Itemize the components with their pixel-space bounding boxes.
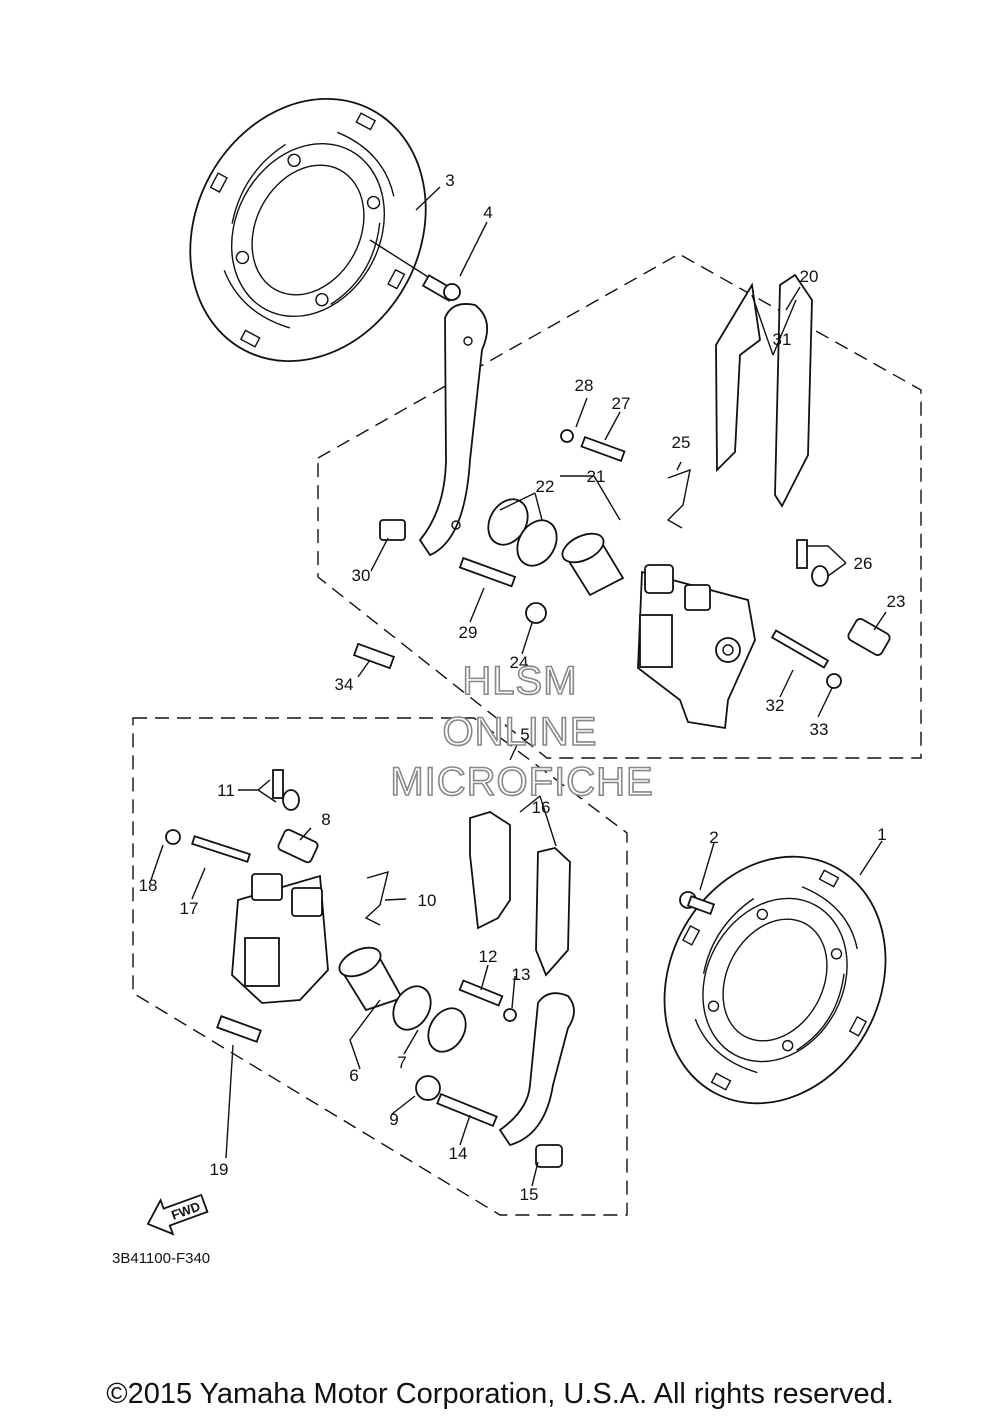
copyright-notice: ©2015 Yamaha Motor Corporation, U.S.A. A… xyxy=(106,1378,894,1410)
pin-17 xyxy=(191,835,251,863)
label-18: 18 xyxy=(139,876,158,895)
bolt-34 xyxy=(352,642,396,670)
label-25: 25 xyxy=(672,433,691,452)
label-13: 13 xyxy=(512,965,531,984)
label-17: 17 xyxy=(180,899,199,918)
seal-22b xyxy=(516,519,558,567)
cap-9 xyxy=(415,1075,441,1101)
cap-33 xyxy=(826,673,842,689)
sleeve-30 xyxy=(379,519,406,541)
fwd-arrow: FWD xyxy=(146,1193,209,1236)
label-28: 28 xyxy=(575,376,594,395)
watermark-line-2: ONLINE xyxy=(443,710,598,754)
label-4: 4 xyxy=(483,203,492,222)
watermark: HLSM ONLINE MICROFICHE xyxy=(390,658,654,805)
front-caliper-assembly-box xyxy=(132,717,628,1216)
bolt-12 xyxy=(458,979,504,1007)
label-31: 31 xyxy=(773,330,792,349)
label-8: 8 xyxy=(321,810,330,829)
label-22: 22 xyxy=(536,477,555,496)
seal-7b xyxy=(427,1007,467,1053)
bleeder-26 xyxy=(796,539,808,569)
bleeder-11 xyxy=(272,769,284,799)
label-1: 1 xyxy=(877,825,886,844)
label-33: 33 xyxy=(810,720,829,739)
nut-15 xyxy=(535,1144,563,1168)
caliper-body-lower xyxy=(231,873,329,1004)
piston-upper xyxy=(561,532,625,597)
label-3: 3 xyxy=(445,171,454,190)
washer-13 xyxy=(503,1008,517,1022)
label-34: 34 xyxy=(335,675,354,694)
bolt-27 xyxy=(580,435,626,463)
label-32: 32 xyxy=(766,696,785,715)
washer-28 xyxy=(560,429,574,443)
label-14: 14 xyxy=(449,1144,468,1163)
watermark-line-3: MICROFICHE xyxy=(390,760,653,804)
bolt-14 xyxy=(436,1092,498,1128)
label-26: 26 xyxy=(854,554,873,573)
label-21: 21 xyxy=(587,467,606,486)
brake-disc-front xyxy=(663,855,887,1105)
clip-25 xyxy=(666,468,691,529)
pin-23 xyxy=(847,618,891,656)
disc-bolt-part-4 xyxy=(369,239,461,302)
part-labels: 1 2 3 4 5 6 7 8 9 10 11 12 13 14 15 16 1… xyxy=(139,171,906,1204)
rear-caliper-assembly-box xyxy=(317,253,922,759)
label-19: 19 xyxy=(210,1160,229,1179)
cap-18 xyxy=(165,829,181,845)
cap-24 xyxy=(525,602,547,624)
label-7: 7 xyxy=(397,1053,406,1072)
disc-bolt-part-2 xyxy=(679,891,716,916)
label-11: 11 xyxy=(217,781,235,800)
label-5: 5 xyxy=(520,725,529,744)
label-10: 10 xyxy=(418,891,437,910)
caliper-bracket-lower xyxy=(498,992,575,1147)
pin-32 xyxy=(770,629,830,669)
label-12: 12 xyxy=(479,947,498,966)
label-30: 30 xyxy=(352,566,371,585)
clip-10 xyxy=(364,870,389,926)
brake-pad-16b xyxy=(535,847,571,977)
label-15: 15 xyxy=(520,1185,539,1204)
seal-7a xyxy=(392,985,432,1031)
piston-lower xyxy=(338,946,404,1012)
brake-pad-31b xyxy=(774,273,813,508)
diagram-code: 3B41100-F340 xyxy=(112,1250,210,1267)
leader-lines xyxy=(150,186,887,1187)
brake-disc-rear xyxy=(189,98,427,362)
label-16: 16 xyxy=(532,798,551,817)
label-23: 23 xyxy=(887,592,906,611)
label-6: 6 xyxy=(349,1066,358,1085)
brake-pad-31a xyxy=(715,282,761,473)
label-9: 9 xyxy=(389,1110,398,1129)
brake-pad-16a xyxy=(469,811,511,930)
label-2: 2 xyxy=(709,828,718,847)
sleeve-8 xyxy=(277,828,319,864)
bolt-19 xyxy=(216,1015,262,1043)
label-27: 27 xyxy=(612,394,631,413)
watermark-line-1: HLSM xyxy=(462,659,577,703)
label-24: 24 xyxy=(510,653,529,672)
caliper-bracket-upper xyxy=(418,303,489,557)
label-29: 29 xyxy=(459,623,478,642)
label-20: 20 xyxy=(800,267,819,286)
bolt-29 xyxy=(458,556,517,588)
caliper-body-upper xyxy=(637,564,756,730)
